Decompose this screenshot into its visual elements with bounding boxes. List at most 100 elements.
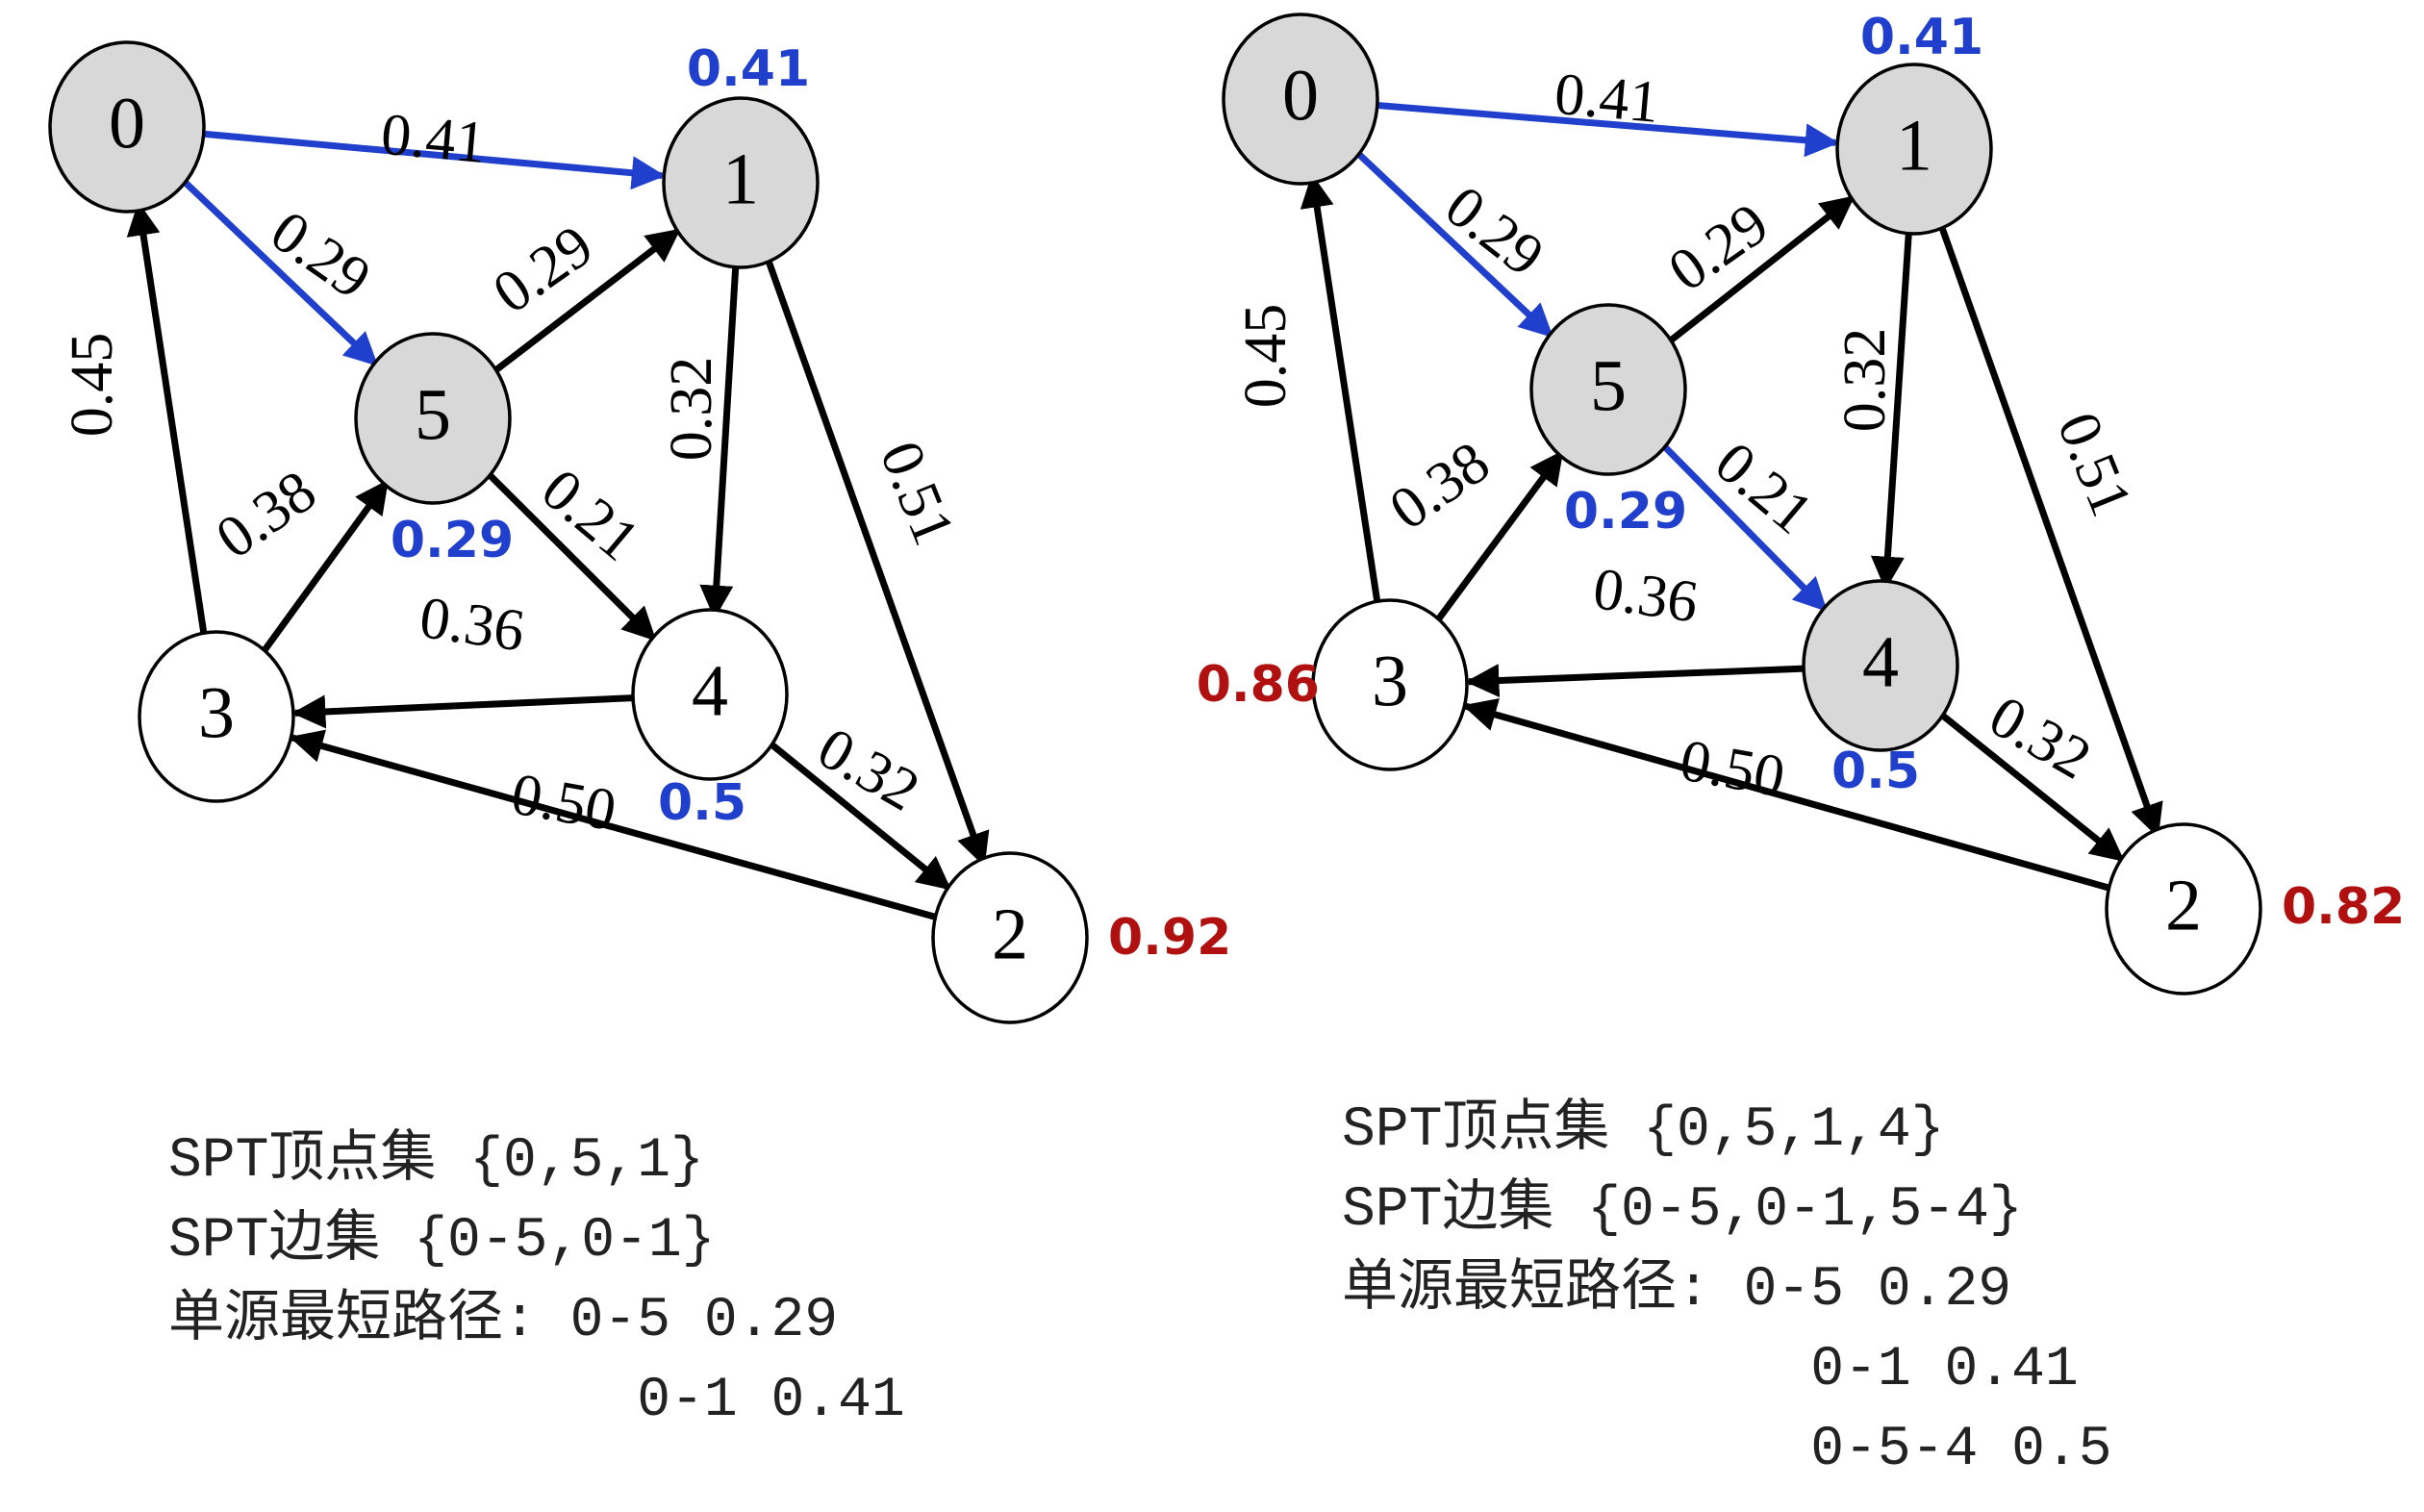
node-label-4: 4 — [1862, 621, 1899, 702]
edge-1-4 — [699, 259, 740, 619]
edge-weight-3-0: 0.45 — [1233, 304, 1299, 409]
node-circle-5 — [354, 332, 512, 505]
edge-5-4 — [485, 469, 657, 642]
edge-weight-1-2: 0.51 — [867, 433, 967, 554]
edge-1-2 — [1936, 220, 2163, 839]
node-label-3: 3 — [1372, 641, 1408, 721]
node-0: 0 — [48, 40, 206, 214]
node-1: 1 — [662, 96, 820, 269]
node-circle-3 — [138, 630, 295, 803]
edge-2-3 — [289, 729, 937, 920]
spt-info-line: 单源最短路径: 0-5 0.29 — [168, 1287, 838, 1352]
edge-weight-4-3: 0.36 — [1589, 556, 1702, 635]
distance-label-4: 0.5 — [1831, 743, 1920, 800]
edge-weight-0-5: 0.29 — [1433, 173, 1555, 289]
edge-0-1 — [203, 130, 666, 190]
spt-info-step-b: SPT顶点集 {0,5,1,4} SPT边集 {0-5,0-1,5-4} 单源最短路… — [1342, 1096, 2112, 1481]
edge-4-2 — [1938, 711, 2125, 863]
node-3: 3 — [138, 630, 295, 803]
node-label-2: 2 — [992, 894, 1028, 974]
node-circle-2 — [931, 851, 1089, 1024]
edge-3-5 — [259, 479, 390, 657]
edge-1-2 — [763, 254, 990, 868]
distance-label-5: 0.29 — [391, 512, 514, 569]
edge-1-4 — [1870, 225, 1913, 591]
spt-info-line: SPT边集 {0-5,0-1,5-4} — [1342, 1176, 2023, 1242]
edge-weight-3-0: 0.45 — [60, 333, 125, 438]
edge-weight-4-2: 0.32 — [1979, 683, 2102, 792]
node-label-1: 1 — [1896, 105, 1932, 186]
node-label-2: 2 — [2165, 865, 2202, 945]
distance-label-4: 0.5 — [658, 774, 746, 832]
node-label-5: 5 — [415, 374, 451, 455]
node-label-4: 4 — [692, 650, 728, 731]
node-circle-4 — [1802, 579, 1959, 752]
spt-info-line: 单源最短路径: 0-5 0.29 — [1342, 1256, 2011, 1322]
edge-5-4 — [1659, 441, 1828, 613]
node-0: 0 — [1222, 13, 1379, 186]
node-2: 2 — [2105, 822, 2262, 995]
node-circle-3 — [1311, 598, 1469, 771]
node-circle-1 — [1835, 63, 1993, 236]
distance-label-5: 0.29 — [1564, 483, 1687, 541]
edge-weight-4-2: 0.32 — [807, 715, 930, 823]
edge-weight-5-1: 0.29 — [1657, 190, 1780, 304]
node-2: 2 — [931, 851, 1089, 1024]
edge-4-2 — [767, 740, 952, 892]
edge-weight-0-1: 0.41 — [1552, 62, 1661, 136]
spt-info-line: 0-5-4 0.5 — [1342, 1419, 2112, 1481]
node-1: 1 — [1835, 63, 1993, 236]
node-circle-1 — [662, 96, 820, 269]
node-label-0: 0 — [1282, 55, 1319, 136]
distance-label-3: 0.86 — [1197, 656, 1320, 714]
node-4: 4 — [1802, 579, 1959, 752]
distance-label-1: 0.41 — [1860, 9, 1983, 66]
edge-weight-5-4: 0.21 — [1703, 430, 1825, 547]
spt-info-line: 0-1 0.41 — [1342, 1339, 2079, 1401]
node-label-1: 1 — [722, 139, 759, 219]
spt-info-line: SPT顶点集 {0,5,1} — [168, 1127, 704, 1193]
spt-info-line: SPT顶点集 {0,5,1,4} — [1342, 1096, 1944, 1162]
node-circle-0 — [48, 40, 206, 214]
edge-3-0 — [1300, 173, 1382, 610]
edge-weight-1-4: 0.32 — [659, 357, 724, 462]
node-label-0: 0 — [109, 83, 145, 164]
node-circle-0 — [1222, 13, 1379, 186]
edge-2-3 — [1462, 698, 2110, 892]
edge-weight-1-2: 0.51 — [2044, 404, 2144, 525]
distance-label-1: 0.41 — [687, 40, 810, 98]
edge-weight-0-1: 0.41 — [378, 102, 488, 176]
node-5: 5 — [354, 332, 512, 505]
edge-4-3 — [291, 694, 634, 729]
edge-weight-3-5: 0.38 — [205, 458, 328, 571]
node-circle-5 — [1529, 303, 1687, 476]
edge-weight-5-4: 0.21 — [529, 457, 651, 574]
node-label-5: 5 — [1590, 345, 1627, 426]
edge-0-5 — [1353, 149, 1553, 339]
node-3: 3 — [1311, 598, 1469, 771]
node-circle-4 — [631, 608, 789, 781]
node-4: 4 — [631, 608, 789, 781]
distance-label-2: 0.92 — [1108, 909, 1231, 967]
distance-label-2: 0.82 — [2282, 878, 2405, 936]
edge-weight-0-5: 0.29 — [259, 198, 382, 312]
edge-5-1 — [1666, 194, 1856, 345]
edge-0-1 — [1376, 102, 1839, 158]
edge-4-3 — [1465, 664, 1805, 698]
edge-weight-1-4: 0.32 — [1832, 328, 1898, 433]
edge-weight-4-3: 0.36 — [416, 585, 528, 664]
node-circle-2 — [2105, 822, 2262, 995]
edge-3-0 — [126, 201, 209, 642]
edge-0-5 — [180, 177, 379, 366]
edge-weight-2-3: 0.50 — [507, 761, 621, 844]
edge-weight-5-1: 0.29 — [482, 213, 605, 326]
spt-info-line: 0-1 0.41 — [168, 1370, 905, 1432]
edge-weight-2-3: 0.50 — [1676, 727, 1790, 810]
edge-3-5 — [1432, 450, 1565, 625]
spt-info-step-a: SPT顶点集 {0,5,1} SPT边集 {0-5,0-1} 单源最短路径: 0-5… — [168, 1127, 905, 1432]
spt-info-line: SPT边集 {0-5,0-1} — [168, 1207, 715, 1273]
edge-weight-3-5: 0.38 — [1378, 429, 1502, 542]
